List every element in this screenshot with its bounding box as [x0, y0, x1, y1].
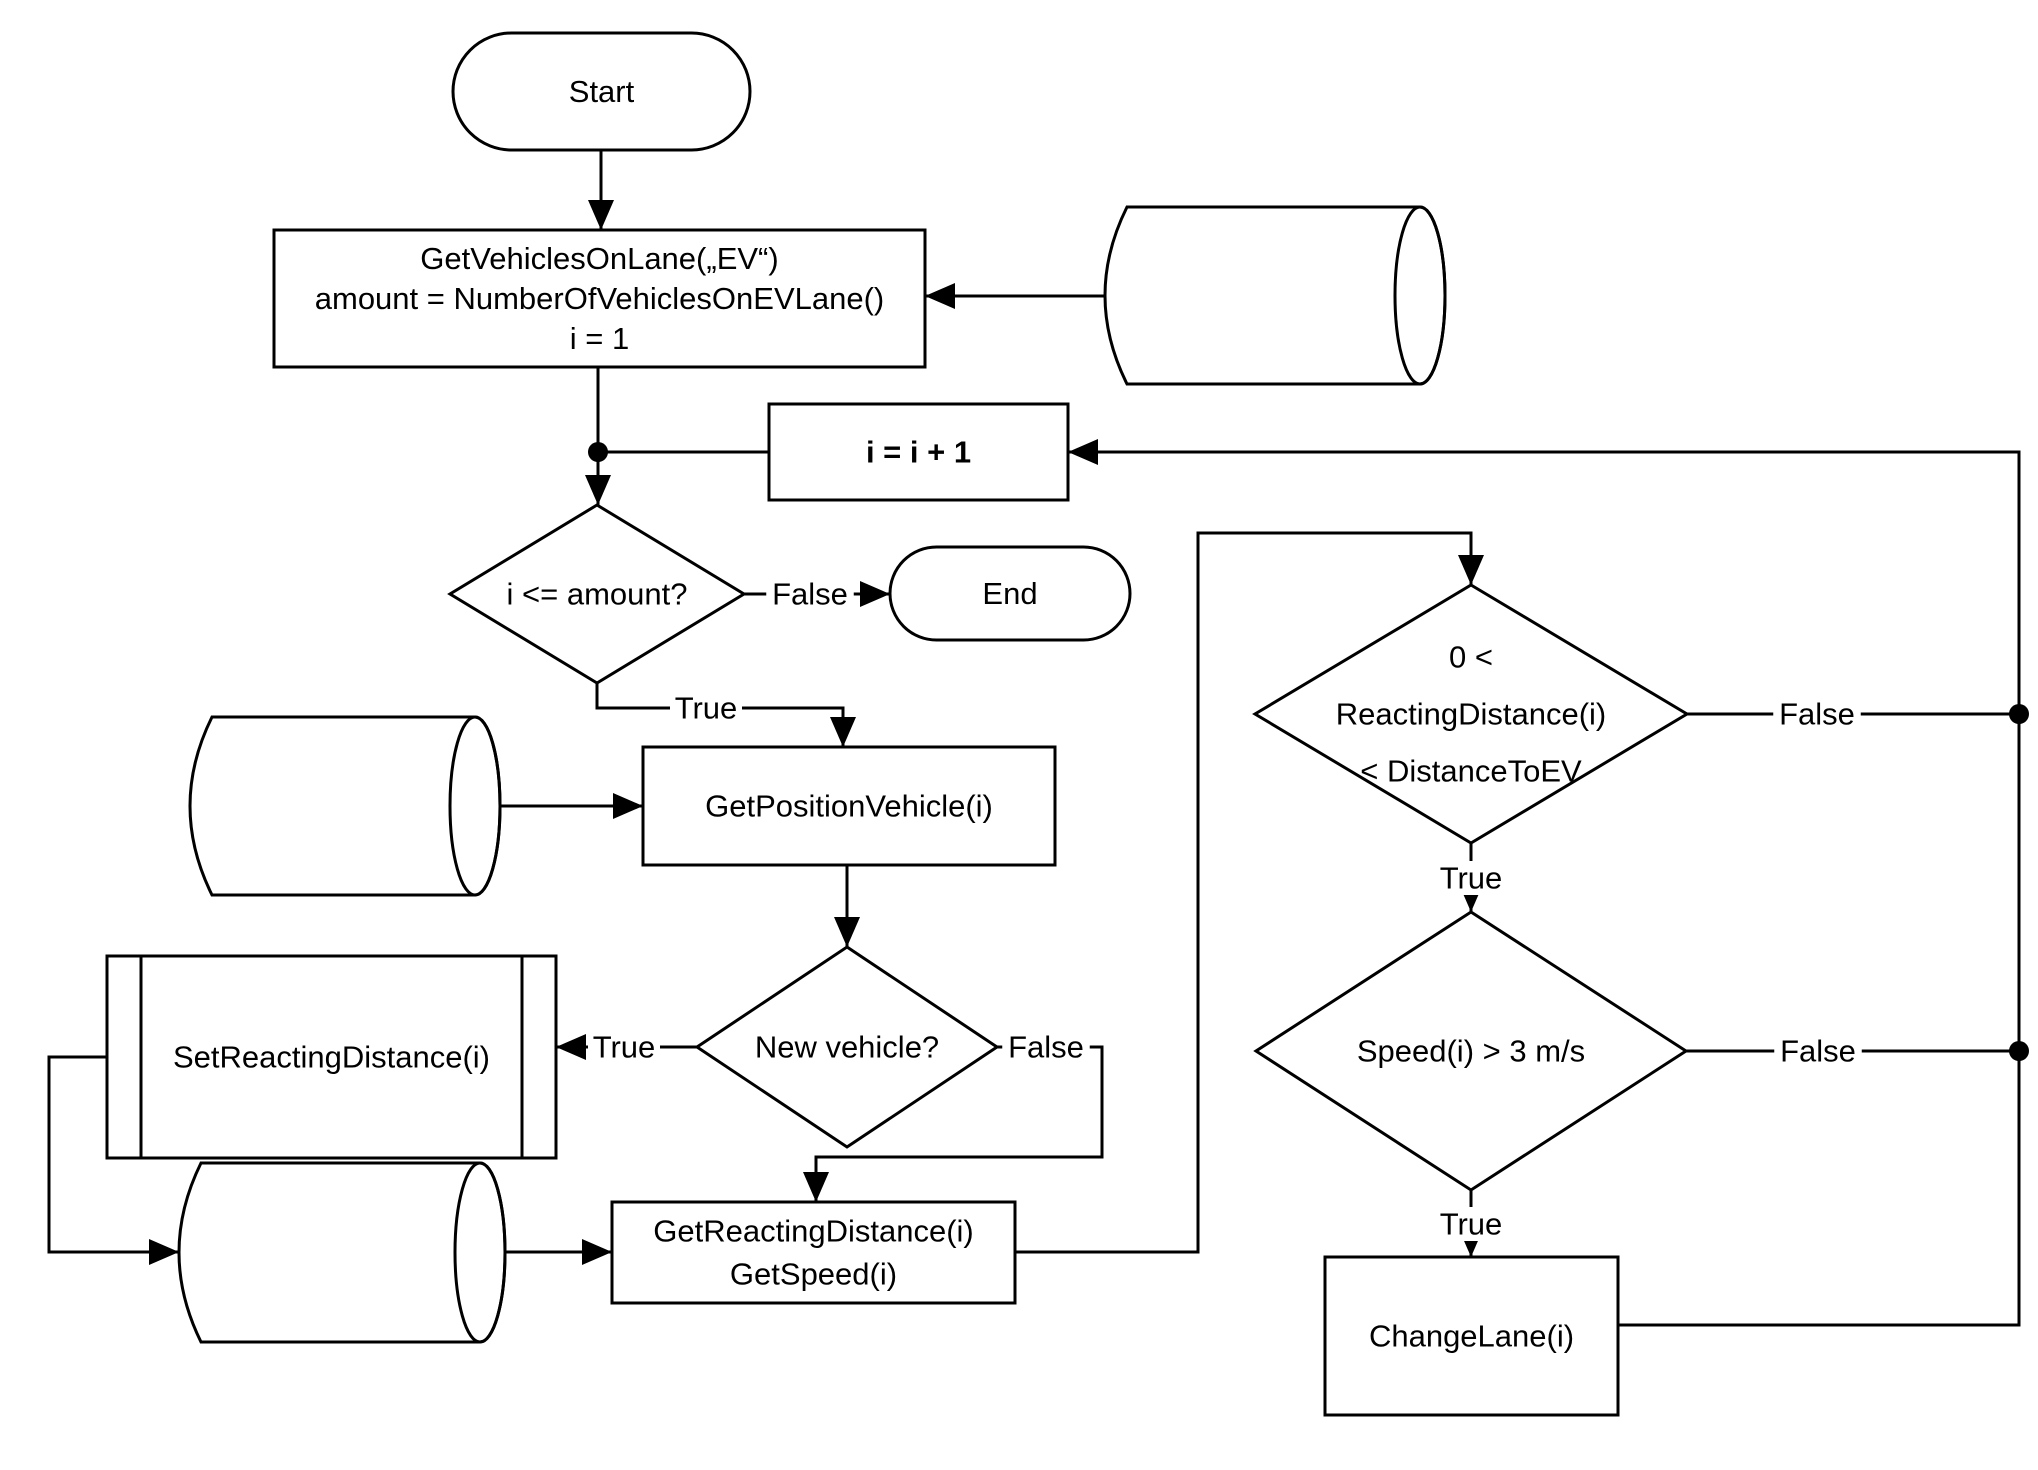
end-label: End	[982, 576, 1037, 611]
storage-mid-cylinder-shape	[188, 715, 502, 897]
edge-label-check-distance-false: False	[1773, 697, 1861, 732]
start-terminator-shape	[451, 31, 752, 152]
edge-label-bg	[1773, 697, 1861, 731]
arrowhead-icon	[1068, 439, 1098, 465]
end-terminator-shape	[888, 545, 1132, 642]
node-get-position	[641, 745, 1057, 867]
node-set-reacting	[105, 954, 558, 1160]
node-check-new	[694, 945, 1000, 1149]
check-distance-label: 0 <	[1449, 640, 1493, 675]
arrowhead-icon	[556, 1034, 586, 1060]
node-check-amount	[447, 503, 747, 685]
edge-label-bg	[1435, 1207, 1507, 1241]
node-check-speed	[1253, 910, 1689, 1192]
init-label: i = 1	[570, 321, 629, 356]
edge-label-text: True	[675, 691, 738, 726]
node-get-reacting	[610, 1200, 1017, 1305]
edge-label-text: False	[1780, 1034, 1856, 1069]
node-check-distance	[1252, 583, 1690, 845]
start-label: Start	[569, 74, 635, 109]
edge-label-text: True	[1440, 1207, 1503, 1242]
node-increment	[767, 402, 1070, 502]
node-storage-bottom	[177, 1161, 507, 1344]
junction-dot	[2009, 704, 2029, 724]
node-start	[451, 31, 752, 152]
check-distance-label: ReactingDistance(i)	[1336, 697, 1607, 732]
increment-box-shape	[767, 402, 1070, 502]
edge-label-check-distance-true: True	[1435, 861, 1507, 896]
check-distance-label: < DistanceToEV	[1360, 754, 1582, 789]
edge-label-bg	[1774, 1034, 1862, 1068]
check-amount-diamond-shape	[447, 503, 747, 685]
change-lane-label: ChangeLane(i)	[1369, 1319, 1574, 1354]
get-position-label: GetPositionVehicle(i)	[705, 789, 993, 824]
arrowhead-icon	[1458, 555, 1484, 585]
edge-loop-return	[1068, 450, 2021, 1327]
arrowhead-icon	[834, 917, 860, 947]
node-end	[888, 545, 1132, 642]
set-reacting-label: SetReactingDistance(i)	[173, 1040, 490, 1075]
arrowhead-icon	[582, 1239, 612, 1265]
init-label: amount = NumberOfVehiclesOnEVLane()	[315, 281, 885, 316]
edge-setreact-to-storage	[47, 1055, 179, 1254]
edge-label-bg	[766, 577, 854, 611]
get-reacting-label: GetSpeed(i)	[730, 1257, 897, 1292]
edge-label-text: False	[1008, 1030, 1084, 1065]
edge-label-check-new-true: True	[588, 1030, 660, 1065]
set-reacting-box-shape	[105, 954, 558, 1160]
arrowhead-icon	[860, 581, 890, 607]
junction-dot	[588, 442, 608, 462]
edge-label-text: True	[1440, 861, 1503, 896]
node-init	[272, 228, 927, 369]
edge-label-bg	[670, 691, 742, 725]
check-distance-diamond-shape	[1252, 583, 1690, 845]
check-amount-label: i <= amount?	[507, 577, 688, 612]
node-change-lane	[1323, 1255, 1620, 1417]
storage-top-cylinder-cap	[1393, 205, 1447, 386]
arrowhead-icon	[925, 283, 955, 309]
edge-line	[1068, 450, 2021, 1327]
arrowhead-icon	[613, 793, 643, 819]
edge-label-text: False	[1779, 697, 1855, 732]
junction-dot	[2009, 1041, 2029, 1061]
edge-label-check-new-false: False	[1002, 1030, 1090, 1065]
edge-label-check-amount-true: True	[670, 691, 742, 726]
edge-label-check-amount-false: False	[766, 577, 854, 612]
get-reacting-label: GetReactingDistance(i)	[653, 1214, 973, 1249]
edge-label-bg	[588, 1030, 660, 1064]
init-box-shape	[272, 228, 927, 369]
check-speed-label: Speed(i) > 3 m/s	[1357, 1034, 1585, 1069]
arrowhead-icon	[803, 1172, 829, 1202]
change-lane-box-shape	[1323, 1255, 1620, 1417]
edge-label-text: True	[593, 1030, 656, 1065]
storage-bottom-cylinder-cap	[453, 1161, 507, 1344]
init-label: GetVehiclesOnLane(„EV“)	[420, 241, 778, 276]
edge-label-check-speed-true: True	[1435, 1207, 1507, 1242]
edge-label-bg	[1435, 861, 1507, 895]
arrowhead-icon	[588, 200, 614, 230]
check-speed-diamond-shape	[1253, 910, 1689, 1192]
node-storage-mid	[188, 715, 502, 897]
edge-label-bg	[1002, 1030, 1090, 1064]
arrowhead-icon	[149, 1239, 179, 1265]
dots-layer	[588, 442, 2029, 1061]
check-new-label: New vehicle?	[755, 1030, 939, 1065]
edge-getreact-to-checkdist	[1015, 531, 1473, 1254]
nodes-layer	[105, 31, 1690, 1417]
edge-line	[1015, 531, 1473, 1254]
node-storage-top	[1103, 205, 1447, 386]
storage-mid-cylinder-cap	[448, 715, 502, 897]
edge-label-check-speed-false: False	[1774, 1034, 1862, 1069]
edge-label-text: False	[772, 577, 848, 612]
arrowhead-icon	[585, 475, 611, 505]
check-new-diamond-shape	[694, 945, 1000, 1149]
get-position-box-shape	[641, 745, 1057, 867]
get-reacting-box-shape	[610, 1200, 1017, 1305]
increment-label: i = i + 1	[866, 435, 971, 470]
edge-line	[47, 1055, 179, 1254]
arrowhead-icon	[830, 717, 856, 747]
